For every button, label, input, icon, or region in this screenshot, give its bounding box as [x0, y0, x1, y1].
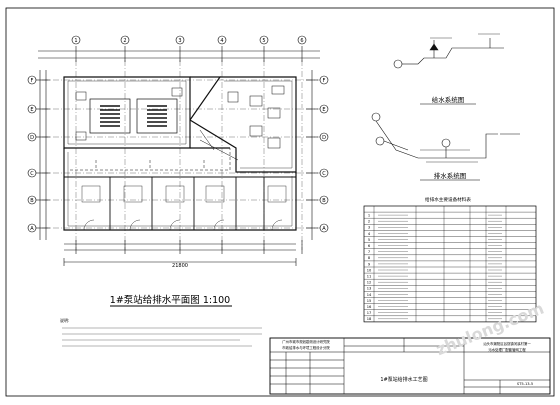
axis-bubble-label: D	[30, 135, 34, 141]
sheet-border	[5, 7, 555, 397]
axis-bubble-right: D	[319, 132, 329, 142]
notes-heading: 说明:	[60, 317, 69, 323]
axis-top-bubbles: 1 2 3 4 5 6	[71, 35, 307, 45]
axis-bubble-label: C	[322, 171, 326, 177]
axis-bubble-label: B	[322, 198, 326, 204]
axis-left-bubbles: F E D C B A	[27, 75, 37, 233]
axis-bubble-circle	[319, 132, 329, 142]
company-name-line2: 市政给排水与环境工程设计分院	[282, 345, 330, 350]
axis-bubble-top: 3	[175, 35, 185, 45]
drain-system-title: 排水系统图	[434, 171, 467, 180]
table-row-number: 10	[367, 268, 372, 272]
axis-bubble-circle	[27, 132, 37, 142]
axis-bubble-label: 3	[178, 38, 181, 44]
axis-bubble-circle	[27, 223, 37, 233]
axis-bubble-circle	[27, 168, 37, 178]
table-row-number: 12	[367, 281, 372, 285]
axis-bubble-top: 1	[71, 35, 81, 45]
axis-bubble-circle	[259, 35, 269, 45]
table-row-number: 6	[368, 244, 371, 248]
project-name-line2: 污水处理厂配套管网工程	[488, 347, 526, 352]
axis-bubble-left: E	[27, 104, 37, 114]
axis-bubble-circle	[175, 35, 185, 45]
axis-bubble-circle	[27, 195, 37, 205]
axis-bubble-circle	[297, 35, 307, 45]
axis-bubble-top: 6	[297, 35, 307, 45]
table-row-number: 11	[367, 275, 372, 279]
table-row-number: 5	[368, 238, 370, 242]
axis-bubble-label: B	[30, 198, 34, 204]
axis-bubble-label: F	[31, 78, 34, 84]
table-row-number: 18	[367, 317, 372, 321]
axis-bubble-right: E	[319, 104, 329, 114]
company-name-line1: 广州市城市规划勘测设计研究院	[282, 339, 330, 344]
supply-system-title: 给水系统图	[432, 95, 465, 104]
axis-bubble-label: E	[30, 107, 33, 113]
floor-plan	[36, 46, 320, 266]
axis-bubble-right: A	[319, 223, 329, 233]
axis-bubble-label: C	[30, 171, 34, 177]
axis-bubble-label: 6	[300, 38, 303, 44]
axis-bubble-right: C	[319, 168, 329, 178]
supply-system-diagram	[393, 33, 504, 69]
axis-bubble-right: B	[319, 195, 329, 205]
axis-bubble-circle	[319, 75, 329, 85]
table-frame	[363, 205, 537, 323]
plan-title: 1#泵站给排水平面图 1:100	[110, 294, 230, 306]
axis-bubble-label: 2	[123, 38, 126, 44]
axis-bubble-label: D	[322, 135, 326, 141]
axis-bubble-top: 5	[259, 35, 269, 45]
drawing-name: 1#泵站给排水工艺图	[380, 376, 427, 383]
table-row-number: 4	[368, 232, 371, 236]
axis-bubble-label: F	[323, 78, 326, 84]
table-row-number: 9	[368, 262, 371, 266]
axis-bubble-top: 4	[217, 35, 227, 45]
axis-bubble-label: A	[322, 226, 326, 232]
table-row-number: 16	[367, 305, 372, 309]
axis-bubble-left: F	[27, 75, 37, 85]
axis-bubble-label: A	[30, 226, 34, 232]
axis-bubble-label: 1	[74, 38, 77, 44]
axis-bubble-circle	[319, 223, 329, 233]
drain-system-diagram	[371, 112, 520, 163]
axis-bubble-label: 4	[220, 38, 223, 44]
axis-bubble-right: F	[319, 75, 329, 85]
table-row-number: 13	[367, 287, 372, 291]
table-row-number: 8	[368, 256, 371, 260]
axis-bubble-circle	[27, 104, 37, 114]
axis-bubble-circle	[217, 35, 227, 45]
sheet-number: ST5-13-5	[517, 382, 533, 386]
notes-lines	[62, 327, 262, 347]
axis-bubble-circle	[120, 35, 130, 45]
axis-bubble-left: A	[27, 223, 37, 233]
axis-bubble-left: C	[27, 168, 37, 178]
axis-bubble-label: E	[322, 107, 325, 113]
axis-bubble-circle	[319, 104, 329, 114]
axis-bubble-left: D	[27, 132, 37, 142]
overall-dimension: 21800	[172, 263, 188, 269]
table-row-number: 2	[368, 220, 370, 224]
axis-bubble-circle	[27, 75, 37, 85]
project-name-line1: 汕头市潮阳区谷饶镇河溪村第一	[483, 341, 531, 346]
axis-bubble-label: 5	[262, 38, 265, 44]
equipment-table-title: 给排水主要设备材料表	[425, 196, 471, 203]
axis-bubble-circle	[319, 195, 329, 205]
axis-bubble-left: B	[27, 195, 37, 205]
title-block	[269, 337, 551, 395]
axis-right-bubbles: F E D C B A	[319, 75, 329, 233]
axis-bubble-circle	[319, 168, 329, 178]
table-row-number: 14	[367, 293, 372, 297]
table-row-number: 1	[368, 214, 370, 218]
table-row-number: 3	[368, 226, 370, 230]
axis-bubble-top: 2	[120, 35, 130, 45]
axis-bubble-circle	[71, 35, 81, 45]
table-row-number: 17	[367, 311, 372, 315]
table-row-number: 7	[368, 250, 370, 254]
table-row-number: 15	[367, 299, 372, 303]
